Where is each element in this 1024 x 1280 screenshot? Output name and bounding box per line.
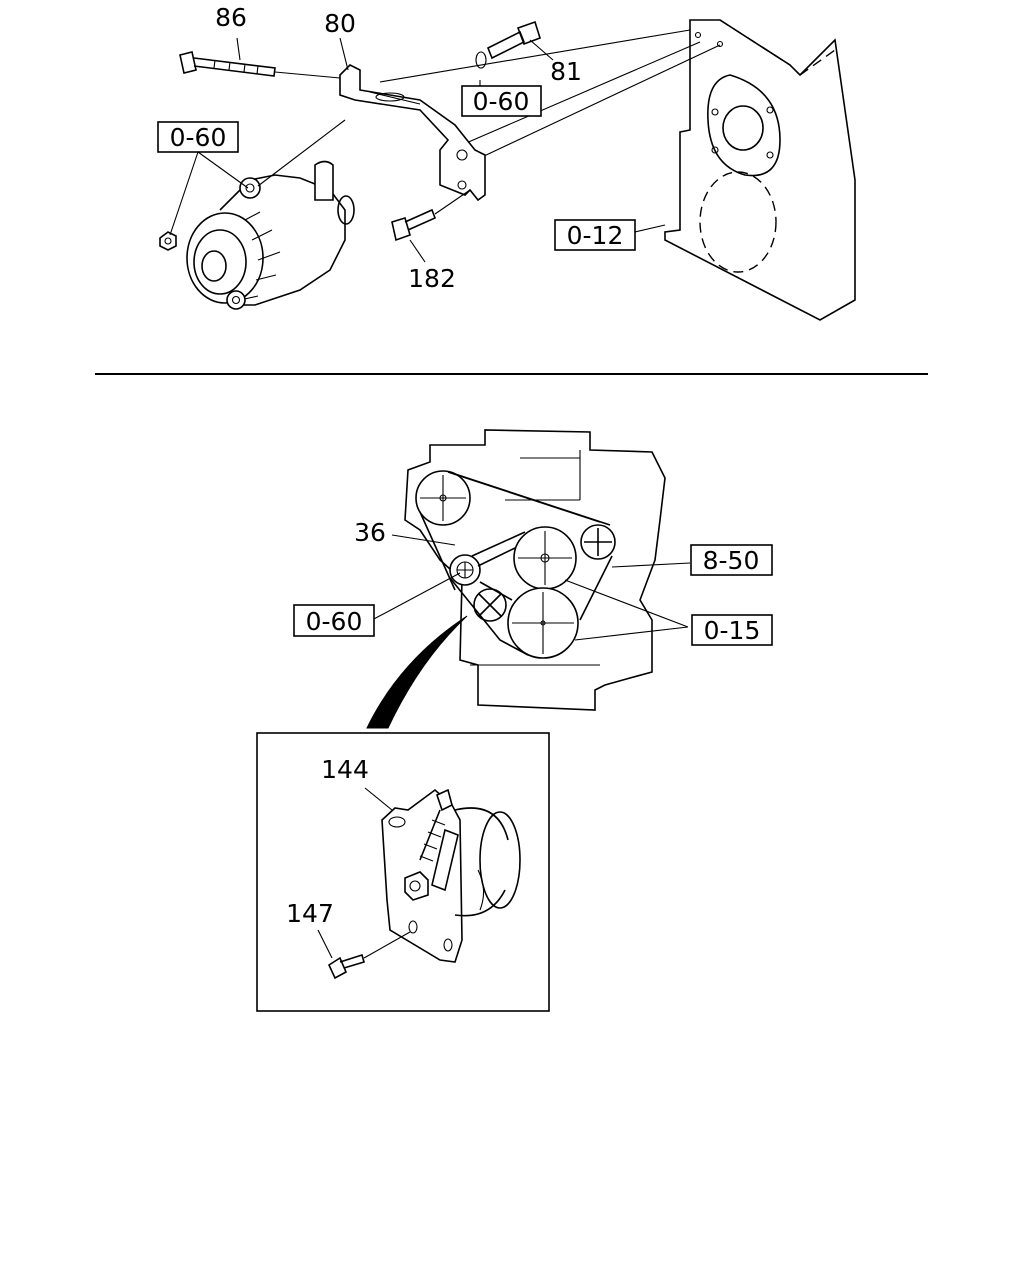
inset-pointer xyxy=(366,615,468,729)
bracket-80 xyxy=(339,64,486,202)
alternator xyxy=(159,119,355,310)
ref-0-60-top-left: 0-60 xyxy=(170,123,227,152)
callout-80: 80 xyxy=(324,9,356,38)
bolt-81 xyxy=(475,20,541,69)
bolt-86 xyxy=(179,51,341,79)
pulley-upper-left xyxy=(415,470,471,526)
pulley-crank-main xyxy=(513,526,577,590)
belt-layout xyxy=(293,429,773,729)
pulley-right xyxy=(580,524,616,560)
ref-0-12: 0-12 xyxy=(567,221,624,250)
ref-0-15: 0-15 xyxy=(704,616,761,645)
top-assembly xyxy=(157,19,856,321)
ref-0-60-top-right: 0-60 xyxy=(473,87,530,116)
bolt-182 xyxy=(391,189,471,242)
callout-36: 36 xyxy=(354,518,386,547)
ref-0-60-bottom: 0-60 xyxy=(306,607,363,636)
engine-front-cover xyxy=(664,19,856,321)
callout-81: 81 xyxy=(550,57,582,86)
tensioner-inset xyxy=(256,732,550,1012)
callout-144: 144 xyxy=(321,755,369,784)
ref-8-50: 8-50 xyxy=(703,546,760,575)
callout-182: 182 xyxy=(408,264,456,293)
idler-pulley xyxy=(473,588,507,622)
pulley-lower xyxy=(507,587,579,659)
tensioner-pulley xyxy=(449,554,481,586)
callout-86: 86 xyxy=(215,3,247,32)
callout-147: 147 xyxy=(286,899,334,928)
